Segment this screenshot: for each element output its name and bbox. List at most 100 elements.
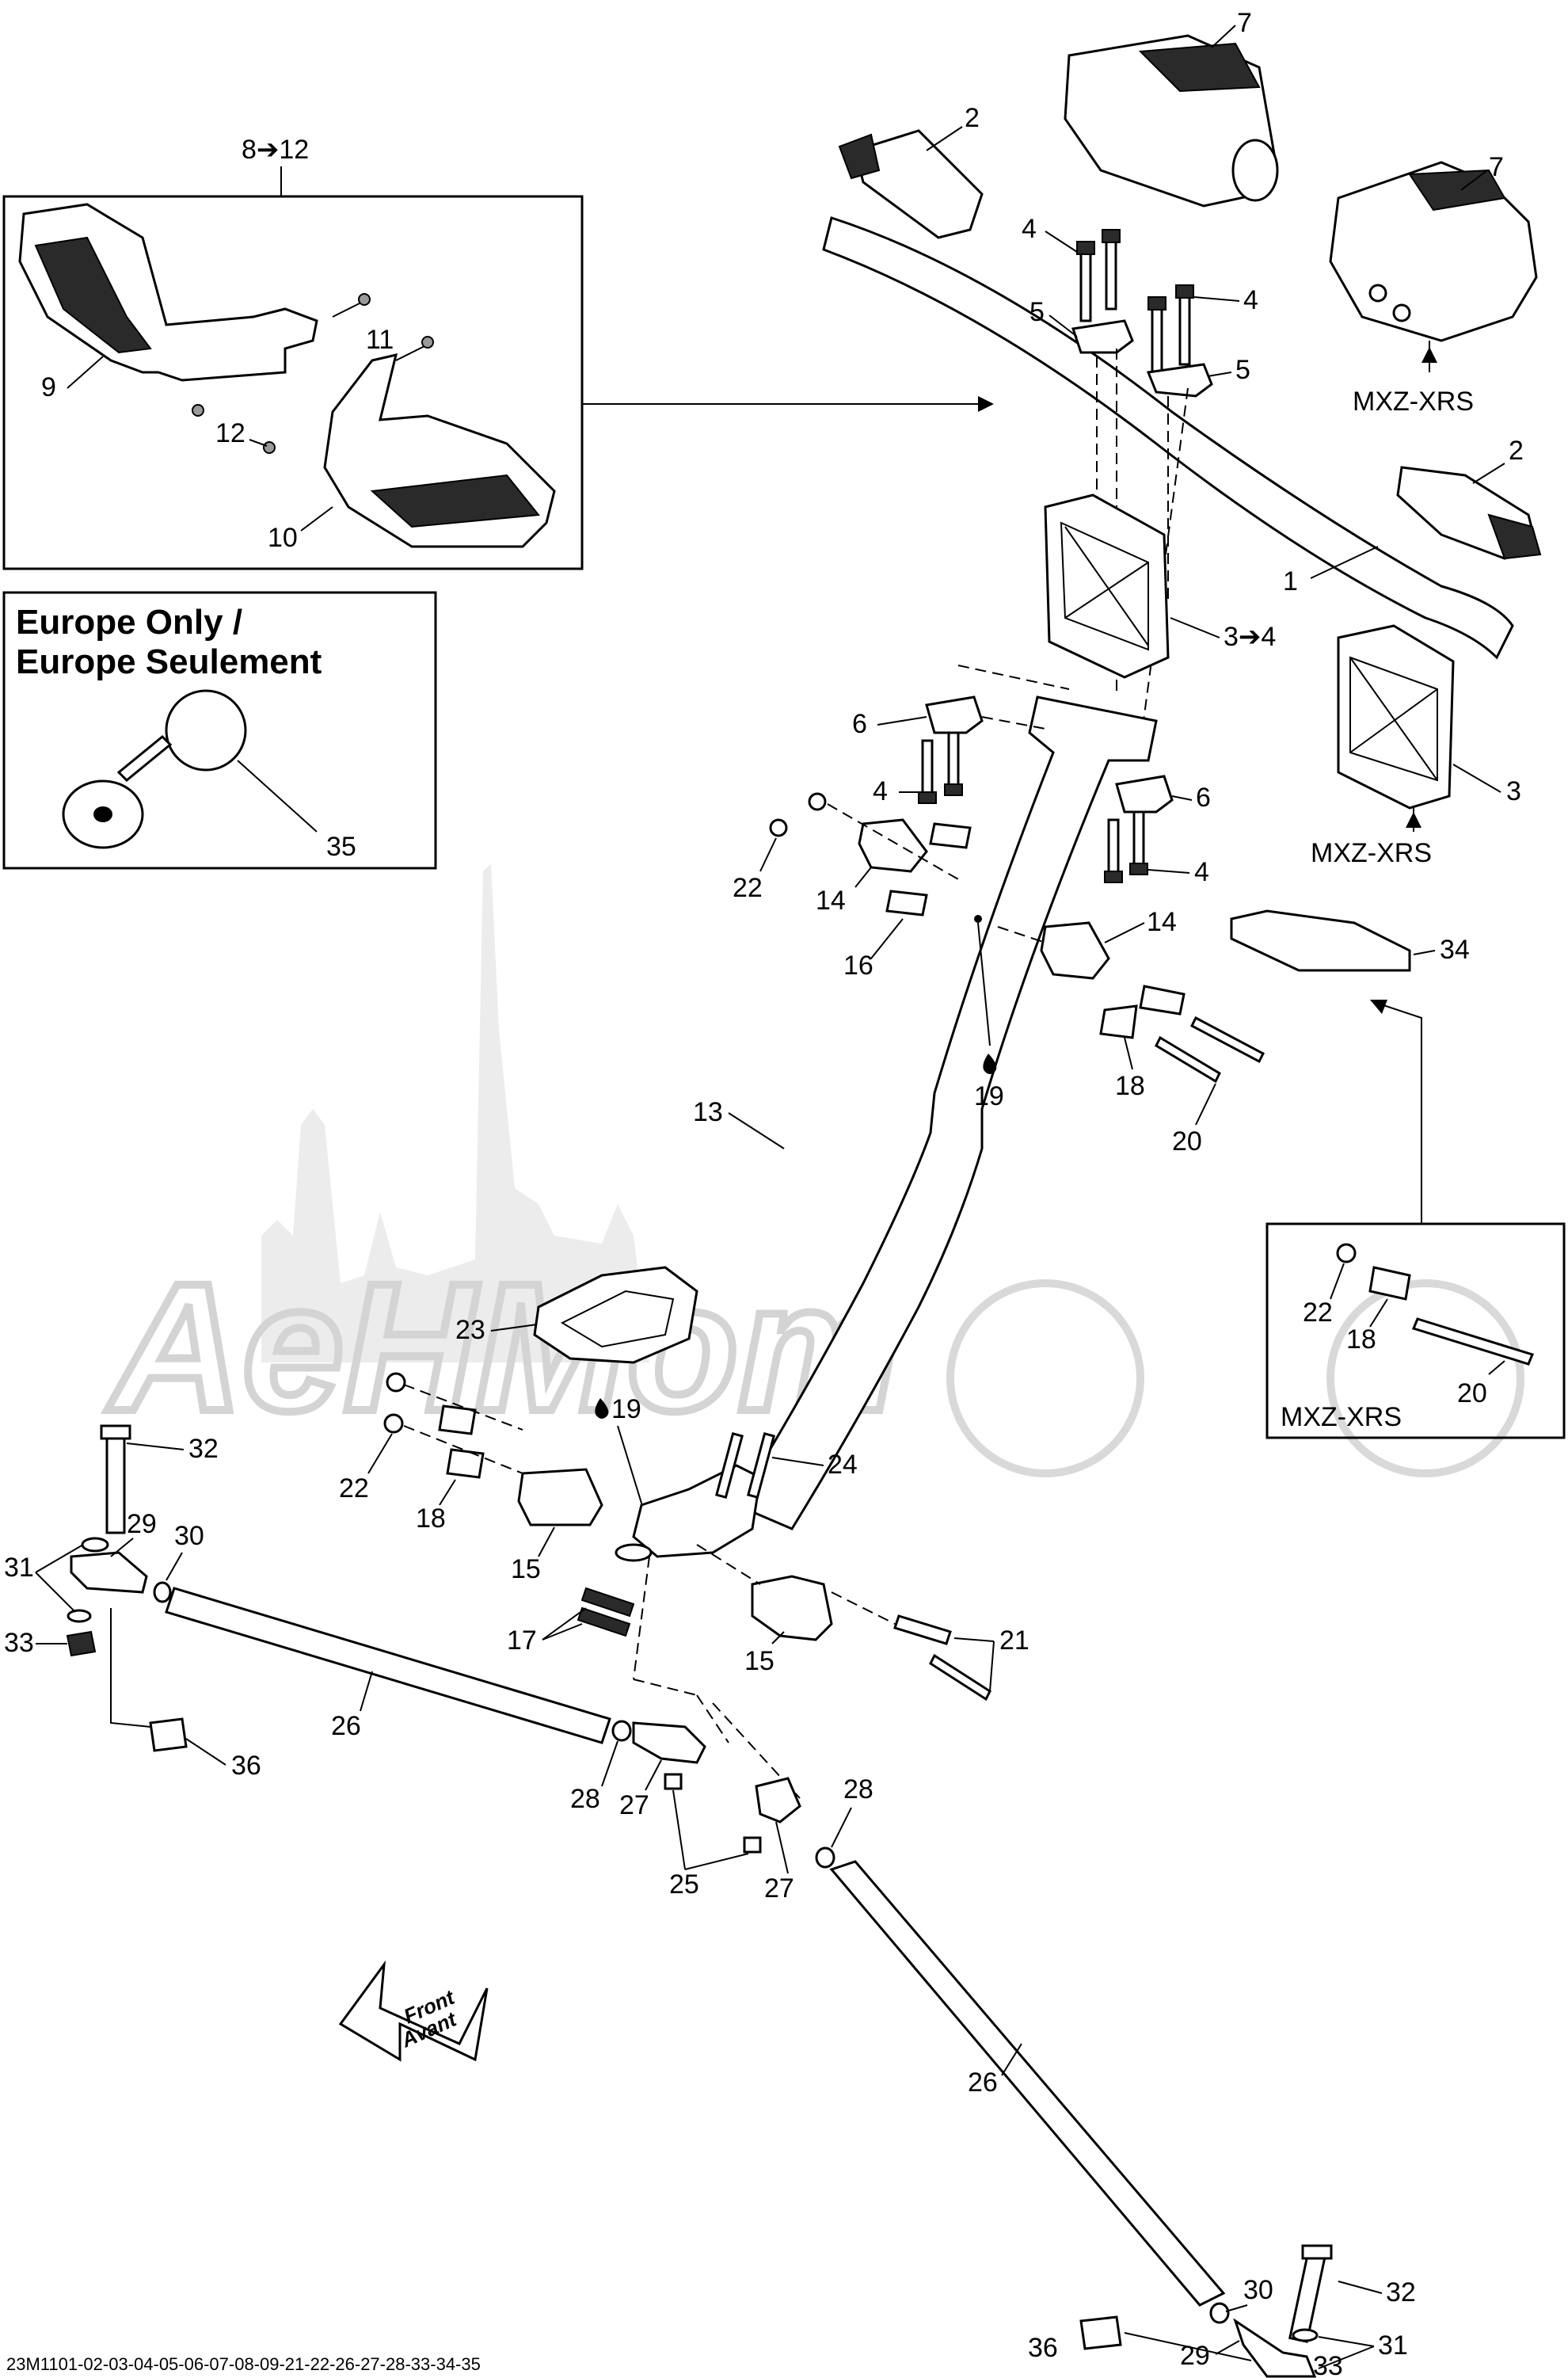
callout-14-a: 14 [816,886,846,916]
handguard-box-frame [2,195,584,570]
callout-23: 23 [455,1315,485,1345]
callout-5-a: 5 [1029,297,1045,327]
callout-6-a: 6 [852,709,867,739]
washer-31-upper [81,1537,109,1553]
callout-19-b: 19 [611,1394,641,1424]
steering-arm [632,1464,762,1558]
bolt-21-a [893,1614,952,1645]
bushing-15-right [751,1575,833,1641]
nut-30-left [153,1581,172,1603]
callout-27-a: 27 [619,1790,649,1820]
callout-14-b: 14 [1147,907,1177,937]
cover-23 [533,1266,698,1364]
nut-28-right [815,1846,835,1869]
europe-box-frame [2,591,437,870]
spacer-16 [885,890,928,917]
bolt-32-right [1288,2251,1326,2343]
watermark: AeHMom [103,863,1524,1477]
callout-17: 17 [507,1625,537,1656]
callout-30-b: 30 [1243,2275,1273,2305]
callout-4-a: 4 [1022,214,1037,244]
callout-9: 9 [41,372,56,402]
europe-box-title-line2: Europe Seulement [16,642,322,681]
bolt-32-left [105,1432,126,1534]
callout-5-b: 5 [1235,355,1250,385]
callout-22-a: 22 [733,873,763,903]
europe-horn-box: Europe Only / Europe Seulement 35 [2,591,437,870]
callout-18-a: 18 [1115,1071,1145,1101]
bolt-20-upper [1155,1035,1221,1084]
mxz-box-frame [1265,1222,1566,1439]
callout-24: 24 [828,1450,858,1480]
callout-7-top: 7 [1237,8,1252,38]
front-direction-arrow: Front Avant [338,1960,489,2062]
callout-2-left: 2 [965,103,980,133]
callout-28-a: 28 [570,1784,600,1814]
grease-icon-upper [983,1054,997,1074]
tie-rod-end-27-left [632,1721,706,1764]
shim-17 [580,1587,635,1618]
mxz-label-riser: MXZ-XRS [1311,838,1432,868]
spacer-18-upper [1099,1004,1138,1039]
callout-33-b: 33 [1313,2351,1343,2378]
callout-3-mxz: 3 [1506,776,1521,806]
callout-31-a: 31 [4,1553,34,1583]
callout-4-c: 4 [873,776,888,806]
callout-22-c: 22 [1303,1298,1333,1328]
box-label: 8➔12 [242,135,309,165]
tie-rod-end-27-right [755,1777,801,1824]
spacer-18-lower [446,1448,485,1479]
callout-10: 10 [268,523,298,553]
lower-clamp-right [1115,775,1174,814]
upper-clamp-bolts [1076,229,1194,378]
tie-rod-end-29-left [70,1551,148,1594]
plate-34 [1230,909,1411,972]
bushing-14-right [1040,921,1110,980]
upper-clamp-left [1071,319,1134,354]
diagram-code: 23M1101-02-03-04-05-06-07-08-09-21-22-26… [6,2354,481,2374]
callout-4-d: 4 [1194,857,1209,887]
callout-20-a: 20 [1172,1126,1202,1157]
callout-36-a: 36 [231,1751,261,1781]
callout-21: 21 [999,1625,1029,1656]
callout-28-b: 28 [843,1774,873,1804]
callout-2-right: 2 [1509,436,1524,466]
callout-32-a: 32 [188,1434,219,1464]
callout-11: 11 [366,325,394,355]
callout-29-a: 29 [127,1509,157,1539]
nut-28-left [611,1720,632,1742]
nut-33-left [66,1630,97,1657]
callout-25: 25 [669,1869,699,1900]
callout-12: 12 [215,418,245,448]
spacer-25-a [664,1773,683,1790]
bushing-15-left [517,1468,603,1526]
callout-15-b: 15 [744,1646,774,1676]
callout-30-a: 30 [174,1521,204,1551]
steering-column [734,695,1158,1530]
callout-36-b: 36 [1028,2333,1058,2363]
callout-35: 35 [326,832,356,862]
callout-3-4: 3➔4 [1224,622,1276,652]
mxz-label-pad: MXZ-XRS [1353,387,1474,417]
callout-15-a: 15 [511,1554,541,1584]
callout-34: 34 [1440,935,1470,965]
bushing-36-left [149,1717,188,1752]
callout-7-mxz: 7 [1489,152,1504,182]
nut-22-upper [808,792,827,811]
nut-30-right [1209,2302,1230,2324]
tie-rod-right [829,1860,1226,2307]
riser-block-mxz-xrs [1337,624,1455,810]
bushing-36-right [1079,2315,1122,2350]
nut-22-lower-a [386,1372,406,1393]
callout-18-c: 18 [1346,1324,1376,1355]
grease-icon-lower [595,1398,609,1419]
mxz-xrs-bolt-box: 22 18 20 MXZ-XRS [1265,1222,1566,1439]
europe-box-title-line1: Europe Only / [16,603,242,642]
callout-32-b: 32 [1386,2277,1416,2307]
tie-rod-left [165,1587,611,1744]
upper-clamp-right [1146,363,1213,398]
mxz-label-box: MXZ-XRS [1281,1402,1402,1432]
callout-19-a: 19 [974,1081,1004,1111]
callout-26-a: 26 [331,1711,361,1741]
callout-4-b: 4 [1243,285,1258,315]
